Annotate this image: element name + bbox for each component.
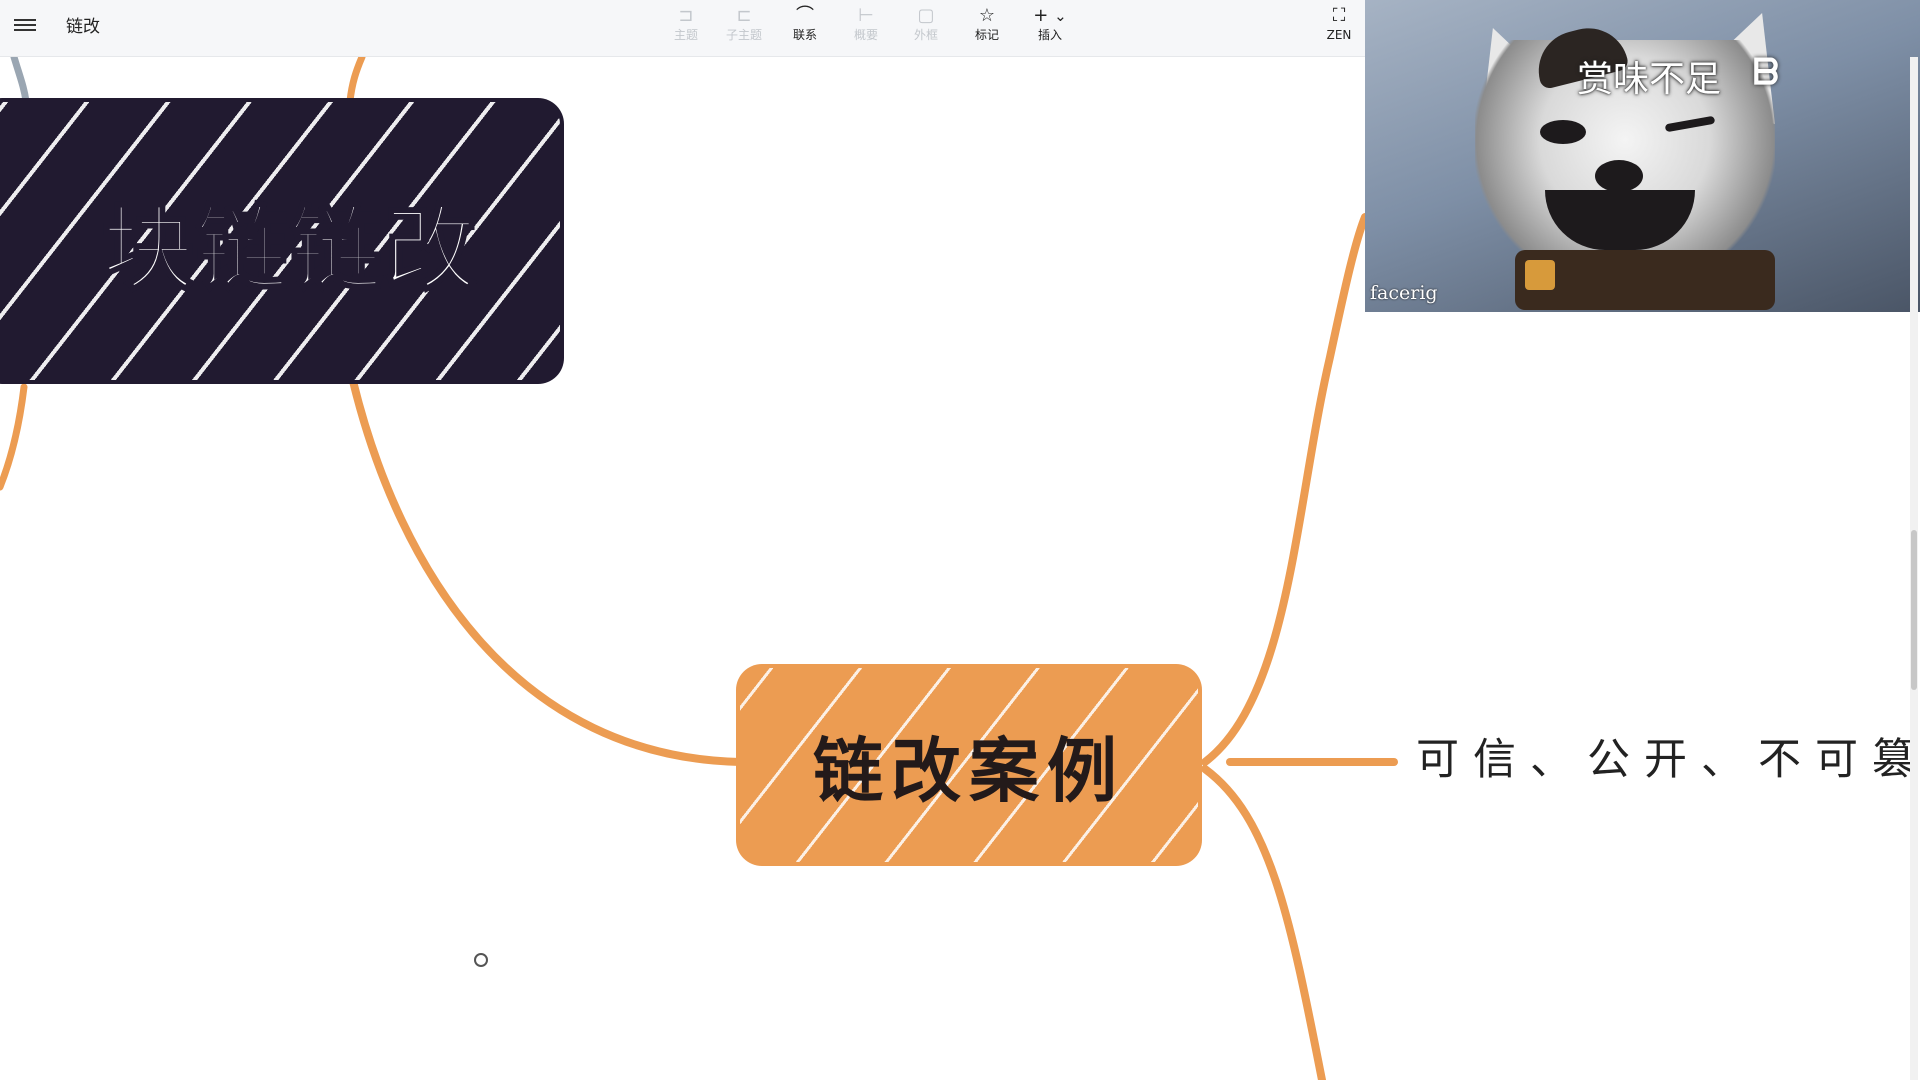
subtopic-icon: ⊏ — [736, 5, 752, 26]
boundary-icon: ▢ — [917, 5, 935, 26]
tool-relationship[interactable]: ⌒ 联系 — [777, 4, 833, 50]
chevron-down-icon: ⌄ — [1054, 7, 1067, 25]
topic-icon: ⊐ — [678, 5, 694, 26]
mouse-cursor — [474, 953, 488, 967]
tool-boundary[interactable]: ▢ 外框 — [898, 4, 954, 50]
facerig-watermark: facerig — [1370, 282, 1438, 304]
tool-subtopic[interactable]: ⊏ 子主题 — [716, 4, 772, 50]
document-title[interactable]: 链改 — [66, 17, 100, 37]
subtopic-label: 链改案例 — [813, 729, 1125, 812]
tool-marker[interactable]: ☆ 标记 — [959, 4, 1015, 50]
fox-collar — [1515, 250, 1775, 310]
plus-icon: + ⌄ — [1033, 5, 1067, 26]
relationship-icon: ⌒ — [796, 5, 814, 26]
root-topic[interactable]: 块链链改 — [0, 102, 560, 380]
zen-mode-button[interactable]: ⛶ ZEN — [1316, 4, 1362, 50]
branch-lines — [0, 57, 1369, 1080]
branch-line-down — [1201, 765, 1326, 1080]
branch-line-top — [346, 57, 366, 105]
subtopic-node[interactable]: 链改案例 — [740, 668, 1198, 862]
webcam-overlay: 赏味不足 ᗷ facerig — [1365, 0, 1920, 312]
tool-summary[interactable]: ⊢ 概要 — [838, 4, 894, 50]
root-topic-label: 块链链改 — [100, 194, 478, 304]
fox-nose — [1595, 160, 1643, 192]
branch-line-root-sub — [348, 373, 744, 766]
branch-line-up — [1201, 213, 1369, 766]
bilibili-logo-icon: ᗷ — [1753, 52, 1779, 93]
leaf-connector — [1226, 758, 1398, 766]
star-icon: ☆ — [978, 5, 996, 26]
scrollbar-thumb[interactable] — [1911, 530, 1917, 690]
mindmap-canvas[interactable]: 块链链改 链改案例 — [0, 57, 1910, 1080]
hamburger-menu-icon[interactable] — [14, 16, 36, 34]
fullscreen-icon: ⛶ — [1332, 5, 1346, 26]
toolbar: 链改 ⊐ 主题 ⊏ 子主题 ⌒ 联系 ⊢ 概要 ▢ 外框 ☆ 标记 + ⌄ 插入… — [0, 0, 1365, 57]
branch-line-left — [0, 383, 28, 491]
webcam-caption: 赏味不足 — [1577, 59, 1722, 100]
fox-eye-left — [1540, 120, 1586, 144]
tool-topic[interactable]: ⊐ 主题 — [658, 4, 714, 50]
branch-line-gray — [10, 57, 30, 105]
summary-icon: ⊢ — [858, 5, 874, 26]
tool-insert[interactable]: + ⌄ 插入 — [1022, 4, 1078, 50]
leaf-topic[interactable]: 可信、公开、不可篡改 — [1416, 735, 1920, 785]
